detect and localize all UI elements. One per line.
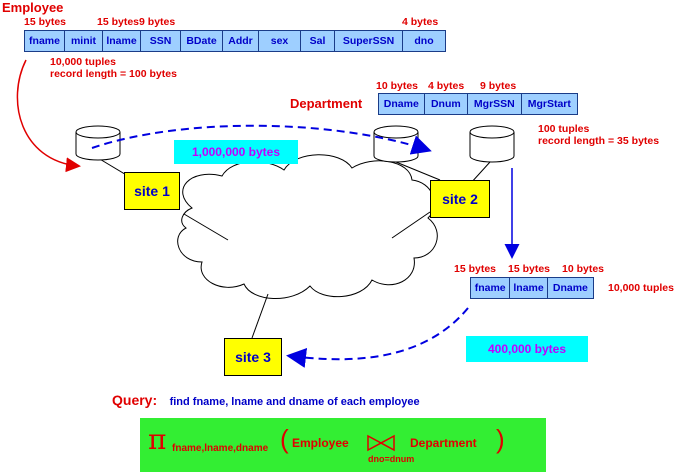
result-field: fname xyxy=(471,278,511,298)
result-bytes-3: 10 bytes xyxy=(562,263,605,275)
employee-info-tuples: 10,000 tuples xyxy=(50,56,116,68)
employee-field: fname xyxy=(25,31,65,51)
db2-link xyxy=(395,161,441,181)
join-left-relation: Employee xyxy=(292,436,349,450)
employee-bytes-3: 4 bytes xyxy=(402,16,439,28)
result-bytes-1: 15 bytes xyxy=(454,263,497,275)
result-bytes-2: 15 bytes xyxy=(508,263,551,275)
close-paren: ) xyxy=(496,424,505,454)
open-paren: ( xyxy=(280,424,289,454)
algebra-formula: π fname,lname,dname ( Employee dno=dnum … xyxy=(140,418,546,472)
db1-link xyxy=(97,157,129,177)
department-field: Dname xyxy=(379,94,425,114)
query-label: Query: xyxy=(112,392,158,408)
employee-field: sex xyxy=(259,31,301,51)
projection-attributes: fname,lname,dname xyxy=(172,443,269,454)
department-title: Department xyxy=(290,96,363,111)
site2-link xyxy=(391,211,431,239)
department-record: Dname Dnum MgrSSN MgrStart xyxy=(378,93,578,115)
employee-field: Addr xyxy=(223,31,259,51)
employee-field: minit xyxy=(65,31,103,51)
department-info-length: record length = 35 bytes xyxy=(538,135,660,147)
employee-field: lname xyxy=(103,31,141,51)
employee-bytes-2: 15 bytes9 bytes xyxy=(97,16,176,28)
emp-transfer-arrow xyxy=(91,124,432,155)
department-bytes-2: 4 bytes xyxy=(428,80,465,92)
red-storage-arrow xyxy=(16,59,81,173)
department-bytes-1: 10 bytes xyxy=(376,80,419,92)
db-cylinder-site2b xyxy=(469,125,515,163)
result-record: fname lname Dname xyxy=(470,277,594,299)
query-line: Query: find fname, lname and dname of ea… xyxy=(112,392,420,410)
employee-field: BDate xyxy=(181,31,223,51)
site3-link xyxy=(251,293,269,339)
department-field: MgrSSN xyxy=(468,94,522,114)
employee-field: Sal xyxy=(301,31,335,51)
employee-field: SuperSSN xyxy=(335,31,403,51)
db-cylinder-site1 xyxy=(75,125,121,161)
site-3: site 3 xyxy=(224,338,282,376)
join-right-relation: Department xyxy=(410,436,477,450)
emp-transfer-label: 1,000,000 bytes xyxy=(174,140,298,164)
employee-record: fname minit lname SSN BDate Addr sex Sal… xyxy=(24,30,446,52)
db-cylinder-site2a xyxy=(373,125,419,163)
join-condition: dno=dnum xyxy=(368,454,415,464)
employee-title: Employee xyxy=(2,0,64,15)
department-bytes-3: 9 bytes xyxy=(480,80,517,92)
site-1: site 1 xyxy=(124,172,180,210)
site-2: site 2 xyxy=(430,180,490,218)
query-text: find fname, lname and dname of each empl… xyxy=(169,396,420,408)
employee-info-length: record length = 100 bytes xyxy=(50,68,177,80)
natural-join-icon xyxy=(367,434,395,452)
department-field: MgrStart xyxy=(527,98,571,110)
department-info-tuples: 100 tuples xyxy=(538,123,590,135)
network-cloud xyxy=(177,154,438,299)
site1-link xyxy=(183,213,229,241)
result-info-tuples: 10,000 tuples xyxy=(608,282,674,294)
employee-field: dno xyxy=(414,35,434,47)
result-transfer-label: 400,000 bytes xyxy=(466,336,588,362)
department-field: Dnum xyxy=(425,94,469,114)
result-transfer-arrow xyxy=(286,307,469,368)
employee-field: SSN xyxy=(141,31,181,51)
result-field: Dname xyxy=(552,282,588,294)
projection-pi: π xyxy=(148,423,167,456)
employee-bytes-1: 15 bytes xyxy=(24,16,67,28)
result-field: lname xyxy=(510,278,548,298)
